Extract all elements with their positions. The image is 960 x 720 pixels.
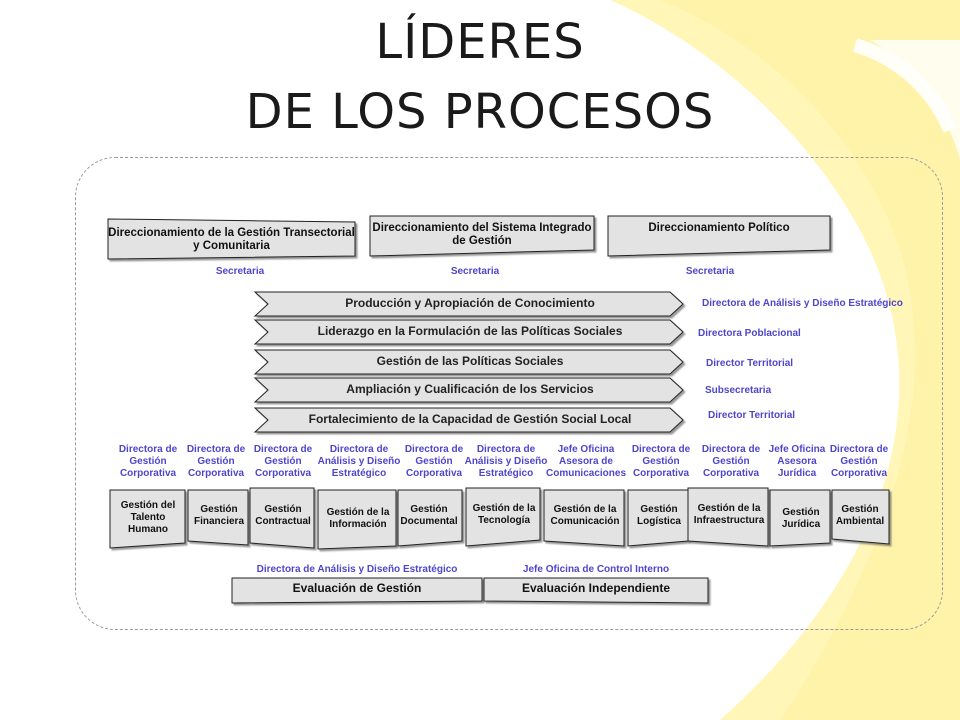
- support-owner-8: Directora de Gestión Corporativa: [631, 444, 691, 479]
- evaluation-owner-1: Directora de Análisis y Diseño Estratégi…: [256, 564, 458, 575]
- support-owner-10: Jefe Oficina Asesora Jurídica: [768, 444, 826, 479]
- support-owner-6: Directora de Análisis y Diseño Estratégi…: [464, 444, 548, 479]
- support-label-contractual: Gestión Contractual: [255, 504, 311, 527]
- support-label-comunicacion: Gestión de la Comunicación: [550, 504, 620, 527]
- support-shape-9: [687, 487, 769, 547]
- top-box-owner-3: Secretaria: [685, 266, 735, 277]
- top-box-label-politico: Direccionamiento Político: [648, 222, 790, 234]
- support-label-informacion: Gestión de la Información: [326, 507, 390, 530]
- support-label-documental: Gestión Documental: [400, 504, 458, 527]
- chevron-shape-5: [253, 407, 684, 433]
- chevron-owner-5: Director Territorial: [708, 410, 796, 421]
- support-owner-4: Directora de Análisis y Diseño Estratégi…: [317, 444, 401, 479]
- support-shape-4: [317, 489, 397, 550]
- support-shape-3: [249, 487, 315, 549]
- support-label-financiera: Gestión Financiera: [193, 504, 245, 527]
- evaluation-owner-2: Jefe Oficina de Control Interno: [522, 564, 670, 575]
- top-box-shape-3: [607, 215, 831, 257]
- support-shape-6: [465, 487, 541, 547]
- support-label-logistica: Gestión Logística: [637, 504, 681, 527]
- support-owner-2: Directora de Gestión Corporativa: [186, 444, 246, 479]
- support-owner-7: Jefe Oficina Asesora de Comunicaciones: [545, 444, 627, 479]
- chevron-label-2: Liderazgo en la Formulación de las Polít…: [317, 324, 623, 338]
- support-shape-10: [769, 489, 831, 547]
- support-owner-9: Directora de Gestión Corporativa: [701, 444, 761, 479]
- evaluation-shape-1: [231, 577, 483, 604]
- evaluation-label-gestion: Evaluación de Gestión: [292, 581, 422, 595]
- support-shape-7: [543, 489, 625, 547]
- chevron-shape-3: [253, 349, 684, 375]
- support-label-tecnologia: Gestión de la Tecnología: [472, 503, 536, 526]
- support-shape-2: [187, 489, 249, 546]
- support-label-ambiental: Gestión Ambiental: [835, 504, 885, 527]
- top-box-label-transectorial: Direccionamiento de la Gestión Transecto…: [108, 227, 355, 253]
- chevron-label-1: Producción y Apropiación de Conocimiento: [345, 296, 595, 310]
- chevron-label-5: Fortalecimiento de la Capacidad de Gesti…: [308, 412, 632, 426]
- support-label-juridica: Gestión Jurídica: [781, 507, 821, 530]
- page-title-line2: DE LOS PROCESOS: [245, 84, 715, 140]
- evaluation-shape-2: [483, 577, 709, 604]
- support-owner-11: Directora de Gestión Corporativa: [829, 444, 889, 479]
- chevron-shape-1: [253, 291, 684, 317]
- process-map-frame: [75, 157, 943, 630]
- top-box-shape-1: [107, 218, 356, 260]
- evaluation-label-independiente: Evaluación Independiente: [521, 581, 671, 595]
- top-box-label-sistema-integrado: Direccionamiento del Sistema Integrado d…: [372, 222, 592, 248]
- support-owner-3: Directora de Gestión Corporativa: [253, 444, 313, 479]
- support-shape-5: [397, 489, 463, 547]
- support-shape-1: [109, 489, 186, 549]
- support-label-talento-humano: Gestión del Talento Humano: [120, 500, 176, 535]
- chevron-owner-2: Directora Poblacional: [698, 328, 801, 339]
- chevron-label-3: Gestión de las Políticas Sociales: [376, 354, 564, 368]
- top-box-owner-1: Secretaria: [215, 266, 265, 277]
- chevron-shape-2: [253, 319, 684, 345]
- top-box-shape-2: [369, 215, 595, 257]
- chevron-owner-3: Director Territorial: [706, 358, 794, 369]
- chevron-label-4: Ampliación y Cualificación de los Servic…: [346, 382, 594, 396]
- chevron-owner-4: Subsecretaria: [705, 385, 772, 396]
- chevron-shape-4: [253, 377, 684, 403]
- top-box-owner-2: Secretaria: [450, 266, 500, 277]
- support-shape-11: [831, 489, 890, 545]
- support-owner-5: Directora de Gestión Corporativa: [404, 444, 464, 479]
- support-owner-1: Directora de Gestión Corporativa: [118, 444, 178, 479]
- chevron-owner-1: Directora de Análisis y Diseño Estratégi…: [702, 298, 903, 309]
- page-title-line1: LÍDERES: [375, 14, 585, 70]
- support-label-infraestructura: Gestión de la Infraestructura: [693, 503, 765, 526]
